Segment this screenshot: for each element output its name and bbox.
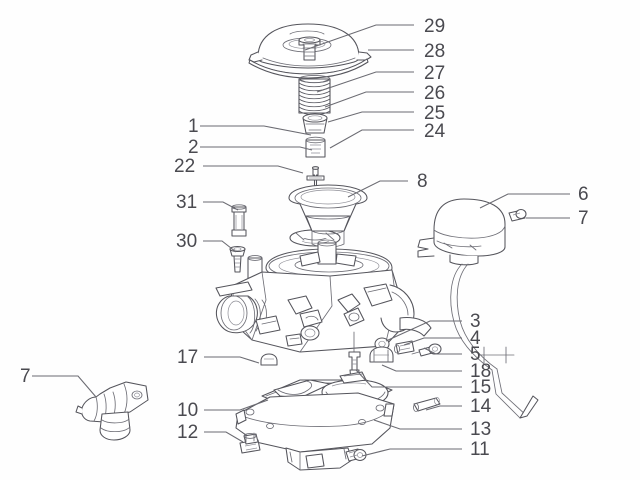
callout-label: 12 bbox=[177, 422, 198, 443]
callout-label: 29 bbox=[424, 16, 445, 37]
leader-line-13 bbox=[373, 419, 462, 430]
callout-label: 22 bbox=[174, 156, 195, 177]
leader-line-26 bbox=[324, 91, 414, 108]
callout-30: 30 bbox=[176, 231, 237, 253]
part-float-pivot-bracket bbox=[369, 346, 394, 363]
leader-line-25 bbox=[327, 111, 414, 123]
callout-label: 2 bbox=[188, 137, 199, 158]
part-bowl-drain-pin bbox=[413, 397, 441, 412]
leader-line-15 bbox=[355, 369, 462, 388]
callout-13: 13 bbox=[373, 419, 491, 440]
part-float-chamber-bowl bbox=[235, 392, 395, 471]
callout-label: 17 bbox=[177, 347, 198, 368]
callout-18: 18 bbox=[381, 361, 491, 382]
callout-28: 28 bbox=[368, 41, 445, 62]
callout-24: 24 bbox=[329, 121, 446, 149]
leader-line-30 bbox=[203, 240, 237, 253]
callout-11: 11 bbox=[361, 439, 490, 460]
callout-label: 14 bbox=[470, 396, 492, 417]
callout-label: 28 bbox=[424, 41, 445, 62]
callout-17: 17 bbox=[177, 347, 260, 368]
callout-26: 26 bbox=[324, 83, 445, 108]
callout-label: 27 bbox=[424, 63, 445, 84]
part-vacuum-piston-diaphragm bbox=[288, 184, 368, 248]
leader-line-12 bbox=[204, 431, 244, 443]
callout-7: 7 bbox=[20, 366, 97, 398]
leader-line-24 bbox=[329, 129, 414, 149]
part-bowl-fixing-screw bbox=[345, 448, 367, 462]
callout-29: 29 bbox=[304, 16, 445, 51]
callout-layer: 2928272625241222867313034518151413111710… bbox=[20, 16, 589, 460]
part-body-fixing-screw bbox=[229, 245, 246, 273]
callout-25: 25 bbox=[327, 103, 445, 124]
leader-line-4 bbox=[403, 337, 462, 346]
leader-line-27 bbox=[316, 71, 414, 93]
leader-line-5 bbox=[423, 347, 462, 355]
leader-line-11 bbox=[361, 448, 462, 457]
leader-line-10 bbox=[204, 399, 269, 411]
callout-label: 1 bbox=[188, 116, 199, 137]
leader-line-14 bbox=[425, 405, 462, 411]
callout-27: 27 bbox=[316, 63, 445, 93]
callout-6: 6 bbox=[479, 184, 589, 209]
leader-line-22 bbox=[203, 165, 304, 174]
callout-label: 13 bbox=[470, 419, 491, 440]
part-spacer-bush bbox=[231, 204, 247, 237]
callout-label: 10 bbox=[177, 400, 198, 421]
leader-line-8 bbox=[347, 180, 408, 198]
callout-label: 5 bbox=[470, 344, 481, 365]
callout-label: 8 bbox=[417, 171, 428, 192]
part-carburettor-body bbox=[215, 239, 432, 353]
callout-label: 6 bbox=[578, 184, 589, 205]
callout-label: 15 bbox=[470, 377, 491, 398]
callout-2: 2 bbox=[188, 137, 313, 158]
callout-15: 15 bbox=[355, 369, 491, 398]
part-drain-plug bbox=[239, 432, 261, 454]
leader-line-17 bbox=[204, 356, 260, 364]
part-needle-holder bbox=[305, 136, 326, 158]
leader-line-3 bbox=[385, 320, 462, 342]
callout-5: 5 bbox=[423, 344, 481, 365]
callout-label: 4 bbox=[470, 328, 481, 349]
part-choke-retaining-screw bbox=[508, 208, 527, 222]
part-spring-seat-retainer bbox=[302, 113, 328, 134]
leader-line-6 bbox=[479, 193, 570, 209]
callout-31: 31 bbox=[176, 192, 239, 213]
callout-label: 11 bbox=[470, 439, 490, 460]
callout-label: 24 bbox=[424, 121, 446, 142]
leader-line-2 bbox=[200, 146, 313, 151]
callout-label: 18 bbox=[470, 361, 491, 382]
callout-4: 4 bbox=[403, 328, 481, 349]
part-intake-manifold-fitting bbox=[75, 381, 149, 441]
callout-label: 25 bbox=[424, 103, 445, 124]
part-needle-jet bbox=[393, 340, 415, 355]
callout-label: 7 bbox=[578, 208, 589, 229]
leader-line-18 bbox=[381, 364, 462, 372]
callout-8: 8 bbox=[347, 171, 428, 198]
callout-22: 22 bbox=[174, 156, 304, 177]
callout-1: 1 bbox=[188, 116, 312, 137]
leader-line-29 bbox=[304, 24, 414, 51]
callout-label: 7 bbox=[20, 366, 31, 387]
leader-line-31 bbox=[203, 201, 239, 211]
callout-label: 3 bbox=[470, 311, 481, 332]
callout-label: 26 bbox=[424, 83, 445, 104]
part-gasket-plug bbox=[260, 353, 278, 366]
callout-label: 31 bbox=[176, 192, 197, 213]
part-piston-return-spring bbox=[298, 74, 331, 116]
callout-10: 10 bbox=[177, 399, 269, 421]
callout-12: 12 bbox=[177, 422, 244, 443]
callout-label: 30 bbox=[176, 231, 197, 252]
callout-7: 7 bbox=[526, 208, 589, 229]
callout-14: 14 bbox=[425, 396, 492, 417]
leader-line-7 bbox=[32, 375, 97, 398]
callout-3: 3 bbox=[385, 311, 481, 342]
part-top-cap-screw bbox=[298, 36, 321, 61]
leader-line-1 bbox=[200, 125, 312, 136]
